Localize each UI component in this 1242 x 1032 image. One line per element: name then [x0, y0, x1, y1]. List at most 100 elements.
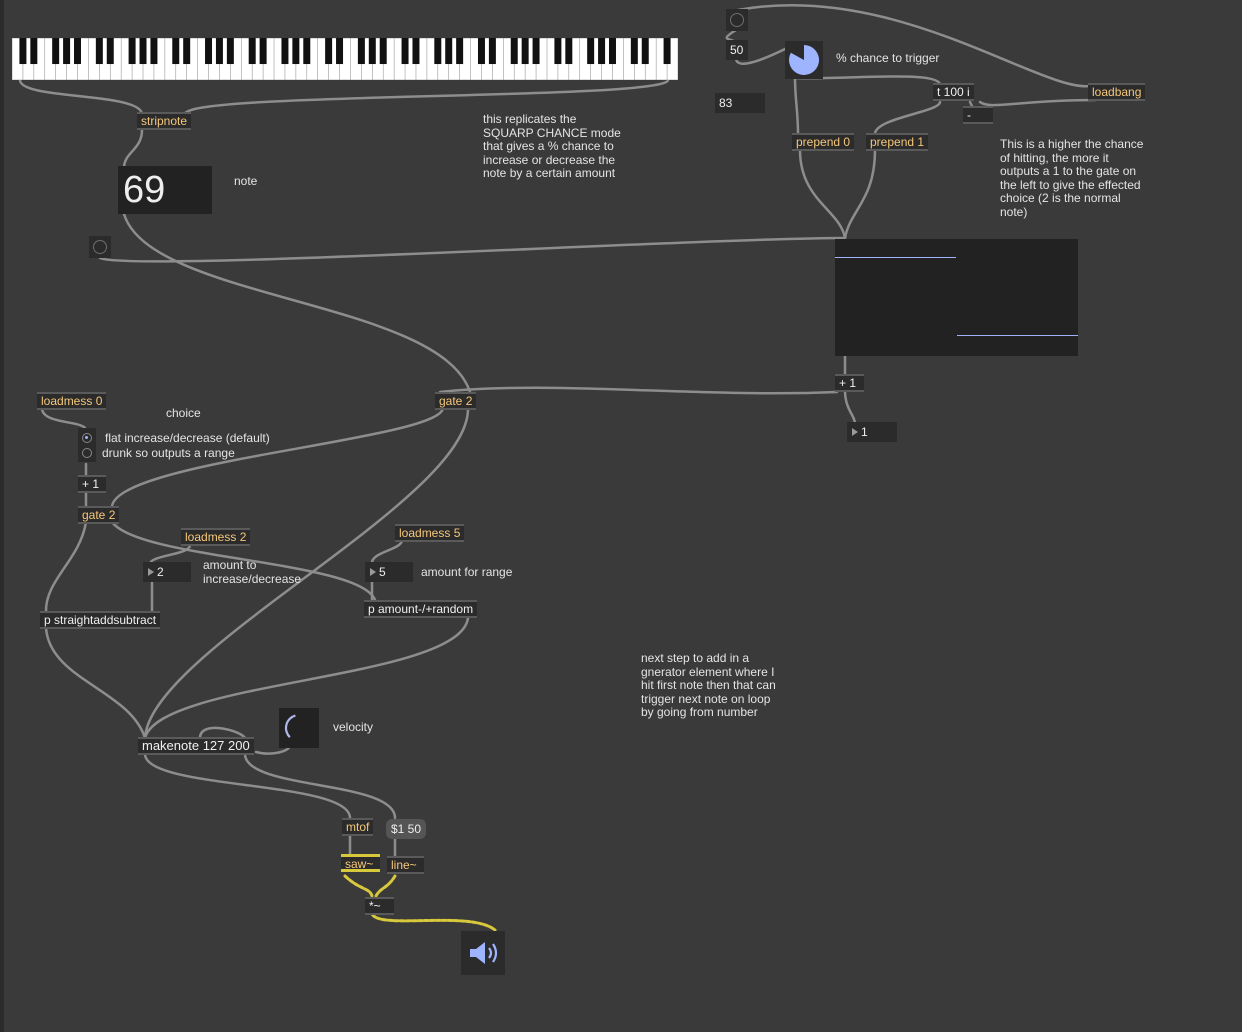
loadmess-range-object[interactable]: loadmess 5 — [395, 524, 465, 542]
piano-black-key[interactable] — [183, 38, 191, 65]
note-number-box[interactable]: 69 — [118, 166, 212, 214]
bang-button-top[interactable] — [726, 9, 748, 31]
next-step-comment: next step to add in a gnerator element w… — [641, 651, 776, 719]
loadmess-range-text: loadmess 5 — [399, 526, 461, 540]
piano-black-key[interactable] — [368, 38, 376, 65]
makenote-object[interactable]: makenote 127 200 — [138, 737, 254, 755]
radio-option-flat[interactable]: flat increase/decrease (default) — [82, 431, 282, 446]
dial-arc-icon — [284, 714, 296, 738]
piano-black-key[interactable] — [477, 38, 485, 65]
bang-button-note[interactable] — [89, 236, 111, 258]
gate-mid-object[interactable]: gate 2 — [435, 392, 477, 410]
note-comment: note — [234, 174, 258, 188]
piano-black-key[interactable] — [608, 38, 616, 65]
speaker-output-button[interactable] — [461, 931, 505, 975]
piano-black-key[interactable] — [248, 38, 256, 65]
minus-object[interactable]: - — [963, 106, 993, 124]
chance-label-comment: % chance to trigger — [836, 51, 940, 65]
plus-one-left-object[interactable]: + 1 — [78, 475, 106, 493]
piano-black-key[interactable] — [150, 38, 158, 65]
multiply-signal-object[interactable]: *~ — [365, 897, 394, 915]
prepend-0-object[interactable]: prepend 0 — [792, 133, 855, 151]
velocity-comment: velocity — [333, 720, 374, 734]
piano-black-key[interactable] — [226, 38, 234, 65]
piano-black-key[interactable] — [95, 38, 103, 65]
piano-black-key[interactable] — [74, 38, 82, 65]
gate-left-object[interactable]: gate 2 — [78, 506, 120, 524]
loadbang-object[interactable]: loadbang — [1088, 83, 1146, 101]
freq-message-box[interactable]: $1 50 — [386, 819, 427, 839]
saw-text: saw~ — [345, 857, 374, 871]
p-amount-random-object[interactable]: p amount-/+random — [364, 600, 478, 618]
bang-ring-icon — [730, 13, 744, 27]
piano-black-key[interactable] — [379, 38, 387, 65]
piano-black-key[interactable] — [488, 38, 496, 65]
chance-pie-dial[interactable] — [785, 41, 823, 79]
piano-black-key[interactable] — [565, 38, 573, 65]
piano-keyboard[interactable] — [12, 38, 678, 80]
piano-black-key[interactable] — [63, 38, 71, 65]
piano-black-key[interactable] — [641, 38, 649, 65]
multislider[interactable] — [835, 239, 1078, 356]
piano-black-key[interactable] — [357, 38, 365, 65]
minus-text: - — [967, 108, 971, 122]
plus-one-right-object[interactable]: + 1 — [835, 374, 864, 392]
piano-black-key[interactable] — [139, 38, 147, 65]
chance-value-number[interactable]: 83 — [715, 93, 765, 113]
gate-mid-text: gate 2 — [439, 394, 473, 408]
patcher-left-edge — [0, 0, 4, 1032]
piano-black-key[interactable] — [303, 38, 311, 65]
saw-object[interactable]: saw~ — [341, 854, 380, 872]
loadmess-choice-text: loadmess 0 — [41, 394, 103, 408]
mtof-object[interactable]: mtof — [342, 818, 374, 836]
multislider-bar-1 — [835, 257, 956, 258]
range-number-box[interactable]: 5 — [365, 562, 413, 582]
piano-black-key[interactable] — [456, 38, 464, 65]
piano-black-key[interactable] — [205, 38, 213, 65]
prepend-1-text: prepend 1 — [870, 135, 925, 149]
piano-black-key[interactable] — [554, 38, 562, 65]
piano-black-key[interactable] — [52, 38, 60, 65]
amount-number-box[interactable]: 2 — [143, 562, 191, 582]
p-straightaddsubtract-object[interactable]: p straightaddsubtract — [40, 611, 161, 629]
makenote-text: makenote 127 200 — [142, 738, 250, 753]
number-triangle-icon — [148, 568, 154, 576]
piano-black-key[interactable] — [30, 38, 38, 65]
piano-black-key[interactable] — [445, 38, 453, 65]
piano-black-key[interactable] — [630, 38, 638, 65]
piano-black-key[interactable] — [215, 38, 223, 65]
gate-output-number[interactable]: 1 — [847, 422, 897, 442]
amount-comment: amount to increase/decrease — [203, 558, 302, 586]
piano-black-key[interactable] — [128, 38, 136, 65]
piano-black-key[interactable] — [19, 38, 27, 65]
choice-comment: choice — [166, 406, 201, 420]
line-object[interactable]: line~ — [387, 856, 424, 874]
prepend-1-object[interactable]: prepend 1 — [866, 133, 929, 151]
loadmess-choice-object[interactable]: loadmess 0 — [37, 392, 107, 410]
piano-black-key[interactable] — [292, 38, 300, 65]
piano-black-key[interactable] — [106, 38, 114, 65]
loadmess-amount-object[interactable]: loadmess 2 — [181, 528, 251, 546]
piano-black-key[interactable] — [587, 38, 595, 65]
stripnote-object[interactable]: stripnote — [137, 112, 192, 130]
piano-black-key[interactable] — [401, 38, 409, 65]
trigger-object[interactable]: t 100 i — [933, 83, 974, 101]
velocity-dial[interactable] — [279, 708, 319, 748]
multislider-bar-2 — [957, 335, 1078, 336]
piano-black-key[interactable] — [172, 38, 180, 65]
piano-black-key[interactable] — [434, 38, 442, 65]
piano-black-key[interactable] — [336, 38, 344, 65]
piano-black-key[interactable] — [521, 38, 529, 65]
number-triangle-icon — [370, 568, 376, 576]
piano-black-key[interactable] — [663, 38, 671, 65]
radio-option-drunk[interactable]: drunk so outputs a range — [82, 446, 282, 461]
piano-black-key[interactable] — [510, 38, 518, 65]
piano-black-key[interactable] — [532, 38, 540, 65]
piano-black-key[interactable] — [259, 38, 267, 65]
piano-black-key[interactable] — [325, 38, 333, 65]
chance-top-number[interactable]: 50 — [726, 40, 748, 60]
piano-black-key[interactable] — [598, 38, 606, 65]
piano-black-key[interactable] — [412, 38, 420, 65]
piano-black-key[interactable] — [281, 38, 289, 65]
